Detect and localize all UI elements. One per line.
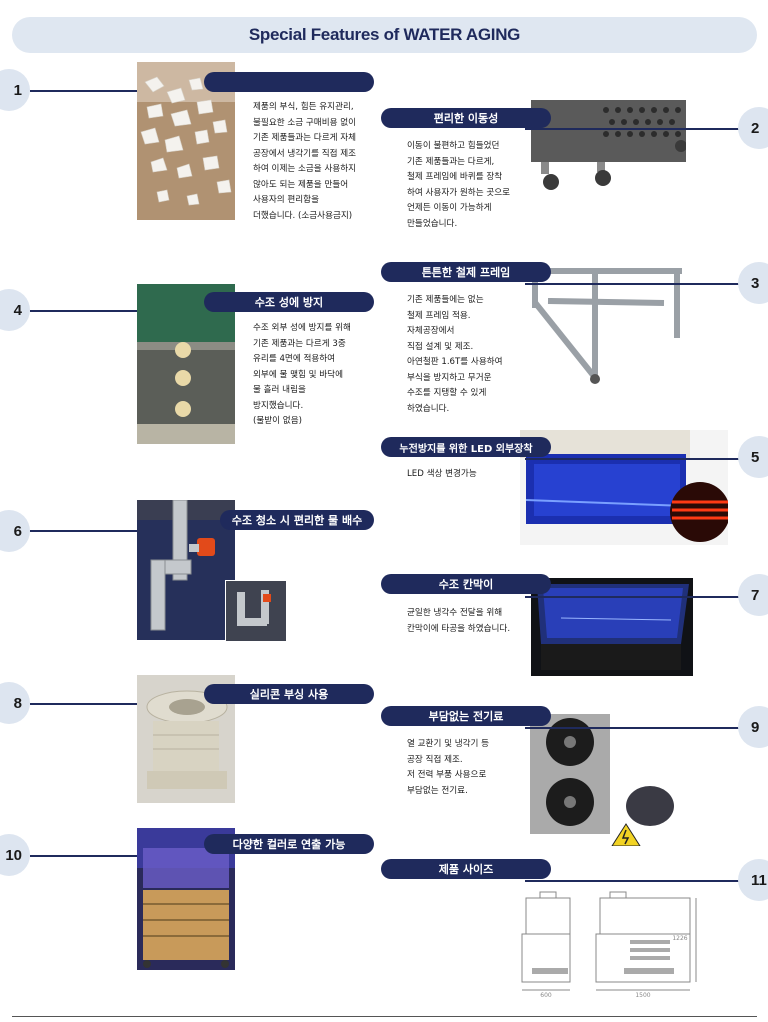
steel-frame-photo (531, 265, 686, 385)
feature-2-label: 편리한 이동성 (381, 108, 551, 128)
desc-line: 더했습니다. (소금사용금지) (253, 210, 353, 221)
height-label: 1226 (672, 935, 687, 942)
feature-7-description: 균일한 냉각수 전달을 위해 칸막이에 타공을 하였습니다. (407, 606, 510, 637)
desc-line: 않아도 되는 제품을 만들어 (253, 179, 349, 190)
desc-line: 방지했습니다. (253, 400, 304, 411)
desc-line: 이동이 불편하고 힘들었던 (407, 141, 500, 151)
desc-line: 물 흘러 내림을 (253, 385, 306, 395)
feature-number-5: 5 (738, 436, 768, 478)
feature-10-label: 다양한 컬러로 연출 가능 (204, 834, 374, 854)
page-title: Special Features of WATER AGING (248, 25, 521, 44)
desc-line: 제품의 부식, 힘든 유지관리, (253, 102, 354, 112)
feature-5-connector (525, 458, 743, 460)
feature-2-description: 이동이 불편하고 힘들었던 기존 제품들과는 다르게, 철제 프레임에 바퀴를 … (407, 139, 510, 232)
desc-line: 기존 제품과는 다르게 3중 (253, 338, 346, 349)
desc-line: 자체공장에서 (407, 326, 455, 336)
desc-line: 기존 제품들과는 다르게, (407, 156, 495, 167)
feature-6-connector (30, 530, 138, 532)
desc-line: 저 전력 부품 사용으로 (407, 770, 487, 780)
desc-line: 하였습니다. (407, 403, 450, 414)
desc-line: 기존 제품들에는 없는 (407, 295, 484, 305)
desc-line: 만들었습니다. (407, 218, 458, 229)
desc-line: 사용자의 편리함을 (253, 195, 319, 205)
cooler-compressor-photo (530, 714, 688, 846)
feature-8-connector (30, 703, 138, 705)
feature-1-description: 제품의 부식, 힘든 유지관리, 불필요한 소금 구매비용 없이 기존 제품들과… (253, 100, 356, 224)
desc-line: 균일한 냉각수 전달을 위해 (407, 608, 503, 618)
width-a-label: 600 (540, 992, 552, 998)
feature-number-8: 8 (0, 682, 30, 724)
desc-line: 수조를 지탱할 수 있게 (407, 388, 487, 398)
feature-number-11: 11 (738, 859, 768, 901)
desc-line: 외부에 물 맺힘 및 바닥에 (253, 369, 343, 380)
feature-4-label: 수조 성에 방지 (204, 292, 374, 312)
desc-line: 하여 이제는 소금을 사용하지 (253, 164, 357, 174)
drain-pipe-photo (137, 500, 235, 640)
feature-9-connector (525, 727, 743, 729)
title-banner: Special Features of WATER AGING (12, 17, 757, 53)
feature-1-label (204, 72, 374, 92)
feature-3-label: 튼튼한 철제 프레임 (381, 262, 551, 282)
feature-number-9: 9 (738, 706, 768, 748)
feature-4-description: 수조 외부 성에 방지를 위해 기존 제품과는 다르게 3중 유리를 4면에 적… (253, 321, 351, 430)
feature-11-label: 제품 사이즈 (381, 859, 551, 879)
desc-line: 공장 직접 제조. (407, 754, 463, 765)
desc-line: 부식을 방지하고 무거운 (407, 372, 492, 383)
desc-line: 수조 외부 성에 방지를 위해 (253, 323, 351, 333)
size-drawing: 600 1500 1226 (520, 888, 700, 998)
feature-number-10: 10 (0, 834, 30, 876)
feature-9-description: 열 교환기 및 냉각기 등 공장 직접 제조. 저 전력 부품 사용으로 부담없… (407, 737, 489, 799)
feature-4-connector (30, 310, 138, 312)
feature-number-3: 3 (738, 262, 768, 304)
feature-9-label: 부담없는 전기료 (381, 706, 551, 726)
feature-number-4: 4 (0, 289, 30, 331)
desc-line: 기존 제품들과는 다르게 자체 (253, 133, 357, 143)
desc-line: 불필요한 소금 구매비용 없이 (253, 117, 357, 128)
feature-8-label: 실리콘 부싱 사용 (204, 684, 374, 704)
feature-7-label: 수조 칸막이 (381, 574, 551, 594)
feature-11-connector (525, 880, 743, 882)
feature-number-2: 2 (738, 107, 768, 149)
feature-number-1: 1 (0, 69, 30, 111)
desc-line: 공장에서 냉각기를 직접 제조 (253, 148, 357, 159)
wheels-photo (531, 100, 686, 192)
desc-line: 철제 프레임에 바퀴를 장착 (407, 172, 503, 182)
width-b-label: 1500 (635, 992, 650, 998)
desc-line: 부담없는 전기료. (407, 785, 468, 796)
feature-6-label: 수조 청소 시 편리한 물 배수 (220, 510, 374, 530)
feature-10-connector (30, 855, 138, 857)
feature-number-6: 6 (0, 510, 30, 552)
feature-5-label: 누전방지를 위한 LED 외부장착 (381, 437, 551, 457)
desc-line: 직접 설계 및 제조. (407, 341, 474, 352)
desc-line: LED 색상 변경가능 (407, 469, 477, 479)
feature-2-connector (525, 128, 743, 130)
feature-3-connector (525, 283, 743, 285)
led-tank-photo (520, 430, 728, 545)
partition-tank-photo (531, 578, 693, 676)
desc-line: (물받이 없음) (253, 416, 302, 426)
feature-number-7: 7 (738, 574, 768, 616)
desc-line: 열 교환기 및 냉각기 등 (407, 739, 490, 749)
feature-1-connector (30, 90, 138, 92)
drain-inset-photo (225, 580, 287, 642)
desc-line: 칸막이에 타공을 하였습니다. (407, 623, 511, 634)
feature-5-description: LED 색상 변경가능 (407, 467, 477, 483)
desc-line: 철제 프레임 적용. (407, 310, 471, 321)
desc-line: 아연철판 1.6T를 사용하여 (407, 357, 503, 367)
desc-line: 하여 사용자가 원하는 곳으로 (407, 187, 511, 198)
feature-7-connector (525, 596, 743, 598)
bottom-divider (12, 1016, 757, 1017)
feature-3-description: 기존 제품들에는 없는 철제 프레임 적용. 자체공장에서 직접 설계 및 제조… (407, 293, 503, 417)
desc-line: 유리를 4면에 적용하여 (253, 354, 336, 364)
desc-line: 언제든 이동이 가능하게 (407, 203, 492, 213)
